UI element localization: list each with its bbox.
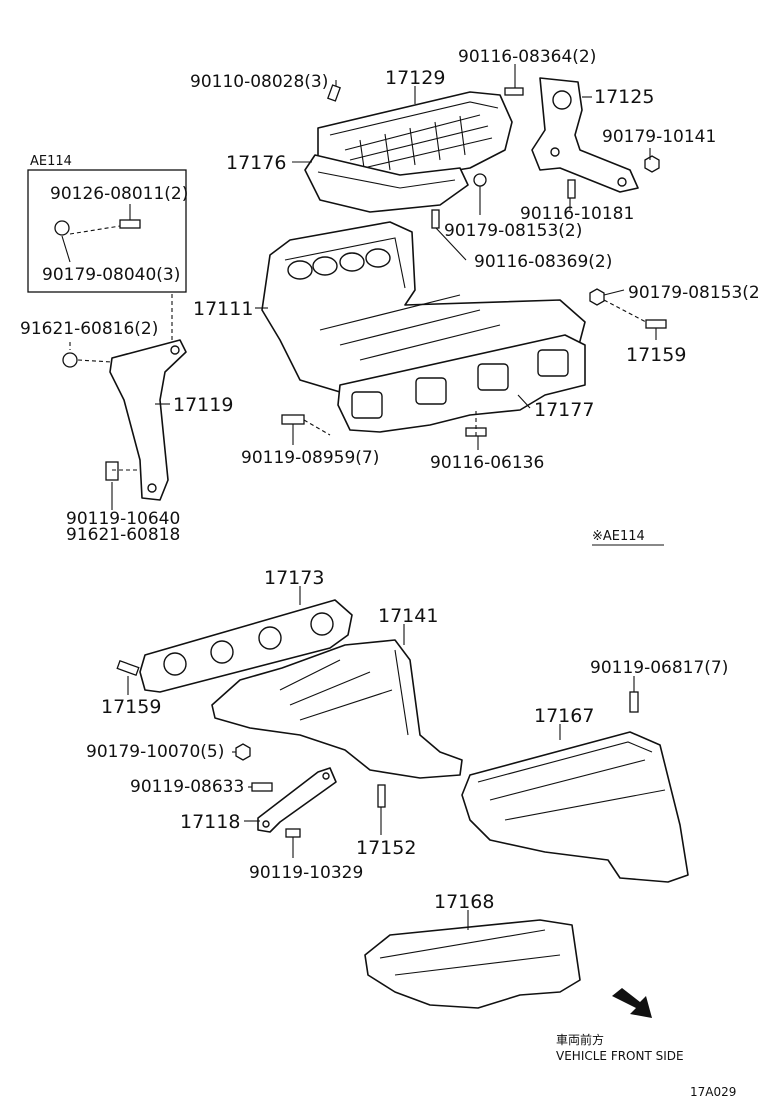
lower-insulator-17168 <box>364 919 581 1009</box>
label-17167: 17167 <box>534 705 594 727</box>
nut-icon <box>54 220 70 236</box>
label-17119: 17119 <box>173 394 233 416</box>
label-91621-60818: 91621-60818 <box>66 525 180 545</box>
heat-insulator-17167 <box>461 731 689 883</box>
label-90119-06817: 90119-06817(7) <box>590 658 728 678</box>
label-90119-10329: 90119-10329 <box>249 863 363 883</box>
label-17152: 17152 <box>356 837 416 859</box>
label-17141: 17141 <box>378 605 438 627</box>
upper-fasteners <box>62 84 667 481</box>
label-17177: 17177 <box>534 399 594 421</box>
exhaust-stay-17118 <box>257 767 337 833</box>
label-90179-10141: 90179-10141 <box>602 127 716 147</box>
label-90119-10640: 90119-10640 <box>66 509 180 529</box>
inset-title: AE114 <box>30 154 72 169</box>
label-90126-08011: 90126-08011(2) <box>50 184 188 204</box>
ae114-inset: AE114 90126-08011(2) 90179-08040(3) <box>27 154 188 293</box>
label-90116-10181: 90116-10181 <box>520 204 634 224</box>
label-90116-08369: 90116-08369(2) <box>474 252 612 272</box>
label-17129: 17129 <box>385 67 445 89</box>
label-17118: 17118 <box>180 811 240 833</box>
label-17176: 17176 <box>226 152 286 174</box>
label-90116-08364: 90116-08364(2) <box>458 47 596 67</box>
exhaust-manifold-17141 <box>211 639 463 779</box>
label-90116-06136: 90116-06136 <box>430 453 544 473</box>
direction-label-jp: 車両前方 <box>556 1032 604 1047</box>
label-17168: 17168 <box>434 891 494 913</box>
label-90110-08028: 90110-08028(3) <box>190 72 328 92</box>
label-90119-08959: 90119-08959(7) <box>241 448 379 468</box>
manifold-stay-17119 <box>109 339 187 501</box>
lower-leader-lines <box>127 586 635 930</box>
vehicle-front-arrow-icon <box>612 988 652 1018</box>
label-90179-08153-upper: 90179-08153(2) <box>444 221 582 241</box>
upper-leader-lines <box>69 64 657 510</box>
bolt-icon <box>119 219 141 229</box>
label-90179-08040: 90179-08040(3) <box>42 265 180 285</box>
label-91621-60816: 91621-60816(2) <box>20 319 158 339</box>
label-90119-08633: 90119-08633 <box>130 777 244 797</box>
figure-id: 17A029 <box>690 1085 736 1099</box>
label-ae114-note: ※AE114 <box>592 529 645 544</box>
label-90179-08153-right: 90179-08153(2 <box>628 283 760 303</box>
label-17159-lower: 17159 <box>101 696 161 718</box>
label-17159-upper: 17159 <box>626 344 686 366</box>
exhaust-gasket-17173 <box>139 599 353 693</box>
label-90179-10070: 90179-10070(5) <box>86 742 224 762</box>
label-17125: 17125 <box>594 86 654 108</box>
direction-label-en: VEHICLE FRONT SIDE <box>556 1049 684 1063</box>
manifold-gasket-17177 <box>337 334 586 433</box>
label-17173: 17173 <box>264 567 324 589</box>
gasket-17176 <box>304 154 469 213</box>
bracket-17125 <box>531 77 639 193</box>
label-17111: 17111 <box>193 298 253 320</box>
